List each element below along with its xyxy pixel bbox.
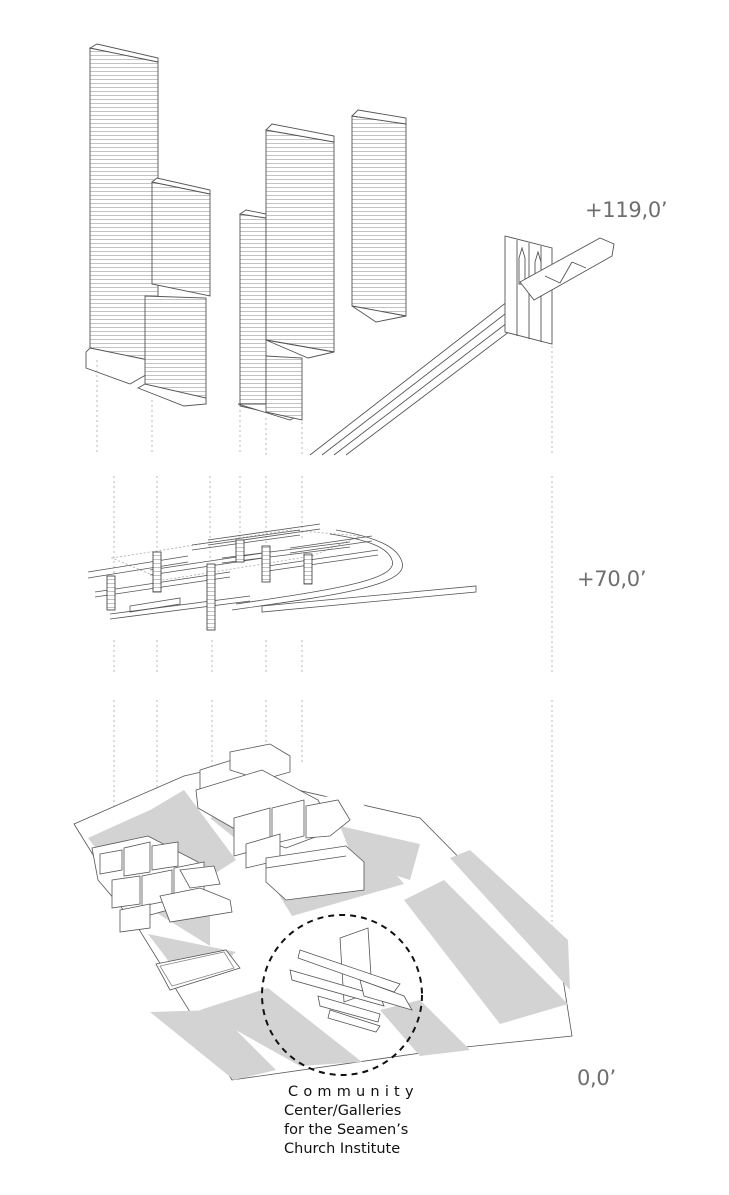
- tower-b: [136, 177, 211, 407]
- caption-line-4: Church Institute: [284, 1141, 401, 1157]
- building-cluster-west: [91, 835, 233, 933]
- small-building: [155, 949, 241, 991]
- caption-line-2: Center/Galleries: [284, 1103, 402, 1119]
- mid-level-structure: [87, 523, 477, 631]
- gray-block: [340, 826, 420, 880]
- gray-block: [150, 1010, 276, 1080]
- small-building-roof: [159, 951, 235, 987]
- gray-block: [130, 790, 236, 874]
- church-tower-fragment: [504, 235, 615, 345]
- gray-block: [450, 850, 570, 990]
- elevation-label-ground: 0,0’: [577, 1066, 616, 1090]
- elevation-label-top: +119,0’: [585, 198, 668, 222]
- gray-block: [404, 880, 568, 1024]
- ground-level-site: [73, 743, 573, 1081]
- projection-lines: [96, 346, 553, 960]
- ramp-bridge: [309, 297, 531, 456]
- column-set: [106, 539, 313, 631]
- caption-line-1: Community: [288, 1084, 419, 1100]
- community-center-caption: Community Center/Galleries for the Seame…: [284, 1083, 444, 1159]
- community-center-building: [289, 927, 413, 1033]
- tower-e: [351, 109, 407, 323]
- building-cluster-center: [195, 743, 365, 901]
- highlight-circle: [261, 914, 423, 1076]
- elevation-label-middle: +70,0’: [577, 567, 647, 591]
- tower-group: [85, 43, 615, 456]
- gray-block: [200, 988, 362, 1066]
- tower-d: [265, 123, 335, 421]
- caption-line-3: for the Seamen’s: [284, 1122, 409, 1138]
- gray-block: [380, 1000, 470, 1056]
